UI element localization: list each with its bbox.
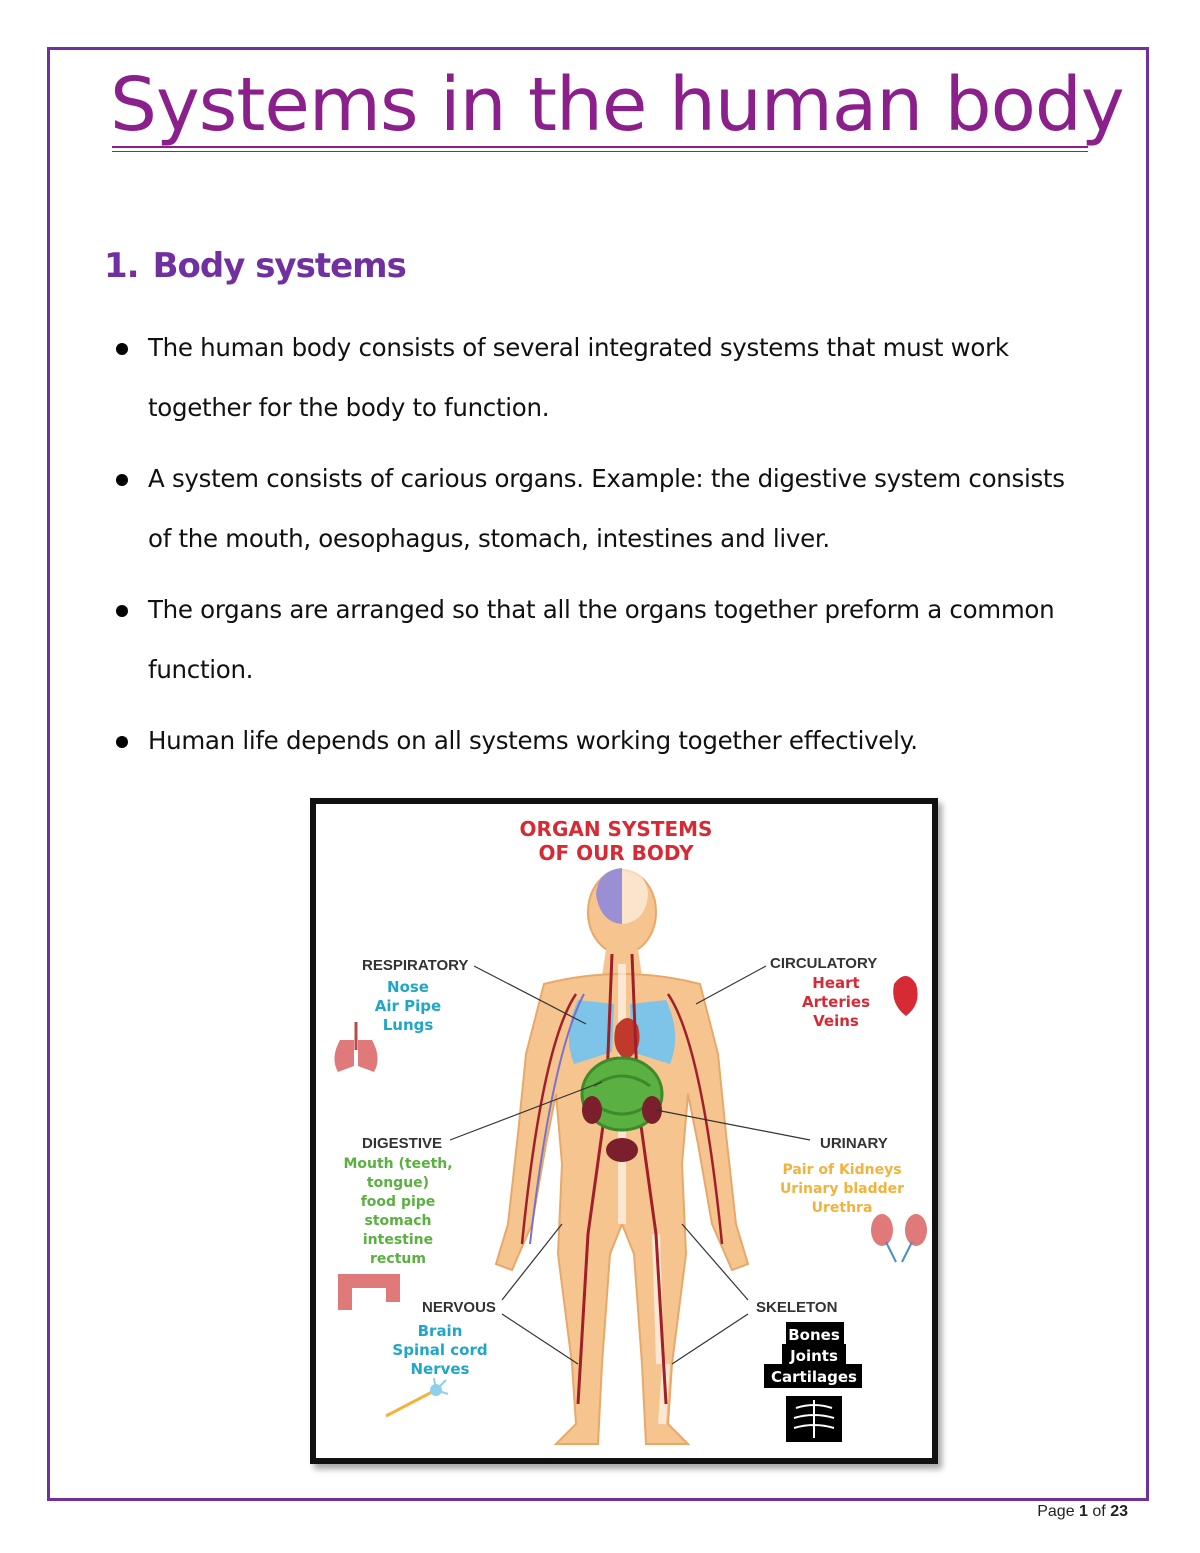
digestive-part: stomach (365, 1213, 432, 1229)
digestive-part: tongue) (367, 1175, 429, 1191)
digestive-part: food pipe (361, 1194, 436, 1210)
skeleton-part: Cartilages (771, 1368, 857, 1386)
bullet-line: together for the body to function. (148, 393, 550, 422)
skeleton-label: SKELETON (756, 1299, 837, 1316)
figure-title-line2: OF OUR BODY (538, 841, 694, 865)
bullet-dot-icon (116, 343, 128, 355)
organ-systems-illustration: ORGAN SYSTEMS OF OUR BODY (334, 817, 927, 1445)
total-page-number: 23 (1110, 1503, 1128, 1520)
skeleton-part: Joints (789, 1347, 838, 1365)
bullet-line: The human body consists of several integ… (148, 333, 1009, 362)
bullet-dot-icon (116, 605, 128, 617)
urinary-part: Urethra (812, 1200, 873, 1216)
digestive-part: Mouth (teeth, (343, 1156, 452, 1172)
nervous-part: Brain (418, 1322, 463, 1340)
title-underline-thin (112, 151, 1088, 152)
nervous-label: NERVOUS (422, 1299, 496, 1316)
respiratory-part: Nose (387, 978, 429, 996)
kidneys-icon (871, 1214, 927, 1263)
neuron-icon (385, 1377, 449, 1418)
title-underline (112, 146, 1088, 148)
respiratory-part: Lungs (383, 1016, 434, 1034)
human-body-silhouette (494, 868, 750, 1445)
digestive-part: intestine (363, 1232, 433, 1248)
respiratory-part: Air Pipe (375, 997, 441, 1015)
page-title: Systems in the human body (110, 62, 1125, 148)
bullet-item: Human life depends on all systems workin… (112, 711, 1122, 771)
bullet-dot-icon (116, 474, 128, 486)
skeleton-part: Bones (788, 1326, 840, 1344)
circulatory-part: Arteries (802, 993, 870, 1011)
page-label: Page (1037, 1503, 1075, 1520)
label-connectors (449, 965, 811, 1365)
bullet-item: The organs are arranged so that all the … (112, 580, 1122, 700)
lungs-icon (334, 1022, 378, 1072)
urinary-part: Pair of Kidneys (782, 1162, 901, 1178)
bullet-item: A system consists of carious organs. Exa… (112, 449, 1122, 569)
bullet-line: function. (148, 655, 254, 684)
current-page-number: 1 (1079, 1503, 1088, 1520)
bullet-line: A system consists of carious organs. Exa… (148, 464, 1065, 493)
page-separator: of (1092, 1503, 1106, 1520)
section-number: 1. (104, 246, 140, 286)
ribcage-icon (786, 1396, 842, 1442)
nervous-part: Spinal cord (392, 1341, 487, 1359)
respiratory-label: RESPIRATORY (362, 957, 468, 974)
bullet-line: The organs are arranged so that all the … (148, 595, 1055, 624)
page-footer: Page 1 of 23 (1037, 1503, 1128, 1521)
circulatory-label: CIRCULATORY (770, 955, 877, 972)
organ-systems-figure: ORGAN SYSTEMS OF OUR BODY (310, 798, 938, 1464)
urinary-part: Urinary bladder (780, 1181, 904, 1197)
page-border (47, 47, 1149, 1501)
bullet-line: of the mouth, oesophagus, stomach, intes… (148, 524, 830, 553)
section-heading-text: Body systems (152, 246, 407, 286)
digestive-part: rectum (370, 1251, 426, 1267)
circulatory-part: Veins (813, 1012, 859, 1030)
heart-icon (893, 976, 918, 1016)
digestive-label: DIGESTIVE (362, 1135, 442, 1152)
bullet-list: The human body consists of several integ… (112, 318, 1122, 782)
bullet-item: The human body consists of several integ… (112, 318, 1122, 438)
figure-title-line1: ORGAN SYSTEMS (520, 817, 713, 841)
bullet-line: Human life depends on all systems workin… (148, 726, 918, 755)
urinary-label: URINARY (820, 1135, 888, 1152)
bullet-dot-icon (116, 736, 128, 748)
section-heading: 1. Body systems (104, 246, 407, 286)
skeleton-parts-box (764, 1322, 862, 1388)
nervous-part: Nerves (410, 1360, 469, 1378)
intestine-icon (338, 1274, 400, 1310)
circulatory-part: Heart (812, 974, 859, 992)
